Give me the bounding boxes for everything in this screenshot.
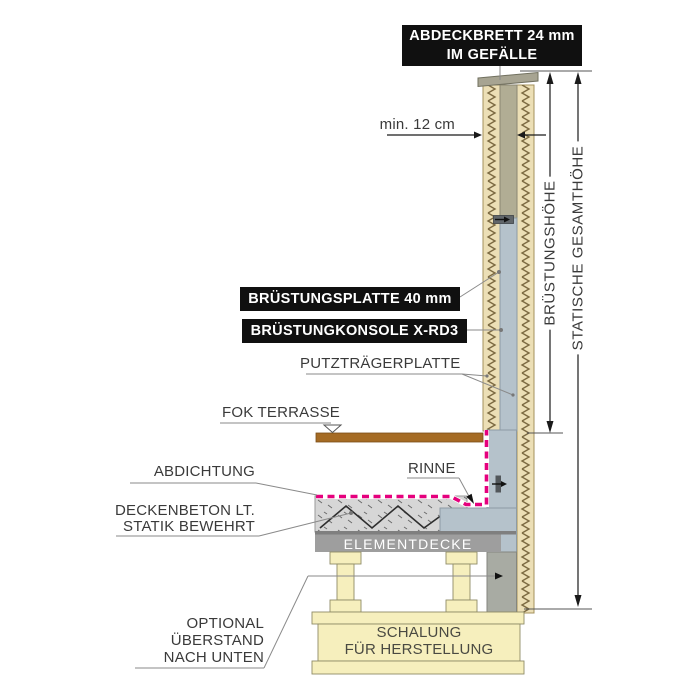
label-optional-line2: ÜBERSTAND	[170, 632, 264, 649]
formwork	[311, 551, 525, 675]
label-formwork-line2: FÜR HERSTELLUNG	[344, 641, 494, 658]
callout-console: BRÜSTUNGKONSOLE X-RD3	[242, 319, 467, 343]
label-optional-line1: OPTIONAL	[186, 615, 264, 632]
terrace-board	[315, 432, 484, 443]
callout-abdeckbrett: ABDECKBRETT 24 mm IM GEFÄLLE	[402, 25, 582, 66]
label-formwork: SCHALUNG FÜR HERSTELLUNG	[318, 624, 520, 658]
leader-lines	[116, 66, 514, 669]
prop-right	[445, 551, 478, 613]
label-min-width: min. 12 cm	[379, 116, 455, 133]
callout-abdeckbrett-line1: ABDECKBRETT 24 mm	[409, 27, 575, 44]
leader-dots	[349, 270, 515, 515]
label-slab-concrete: DECKENBETON LT. STATIK BEWEHRT	[110, 503, 255, 535]
leader-arrowheads	[466, 493, 503, 580]
label-gutter: RINNE	[408, 460, 456, 477]
label-waterproofing: ABDICHTUNG	[153, 463, 255, 480]
slab	[314, 495, 517, 552]
dimension-total-height: STATISCHE GESAMTHÖHE	[567, 141, 589, 355]
label-optional-overhang: OPTIONAL ÜBERSTAND NACH UNTEN	[120, 615, 264, 666]
level-marker	[322, 424, 343, 434]
label-optional-line3: NACH UNTEN	[163, 649, 264, 666]
label-slab-concrete-line1: DECKENBETON LT.	[115, 502, 255, 519]
callout-abdeckbrett-line2: IM GEFÄLLE	[446, 46, 538, 63]
label-terrace-level: FOK TERRASSE	[222, 404, 340, 421]
callout-parapet-plate-text: BRÜSTUNGSPLATTE 40 mm	[248, 290, 452, 307]
label-element-deck: ELEMENTDECKE	[343, 536, 473, 552]
label-plaster-board: PUTZTRÄGERPLATTE	[300, 355, 461, 372]
dimension-parapet-height: BRÜSTUNGSHÖHE	[539, 176, 561, 330]
parapet-wall	[477, 71, 539, 614]
console-anchor-lower	[492, 475, 507, 493]
waterproofing-line	[316, 430, 489, 507]
callout-console-text: BRÜSTUNGKONSOLE X-RD3	[250, 322, 459, 339]
label-formwork-line1: SCHALUNG	[376, 624, 462, 641]
cap-board	[477, 71, 539, 88]
console-anchor-upper	[493, 215, 514, 224]
prop-left	[329, 551, 362, 613]
label-slab-concrete-line2: STATIK BEWEHRT	[123, 518, 255, 535]
callout-parapet-plate: BRÜSTUNGSPLATTE 40 mm	[240, 287, 460, 311]
